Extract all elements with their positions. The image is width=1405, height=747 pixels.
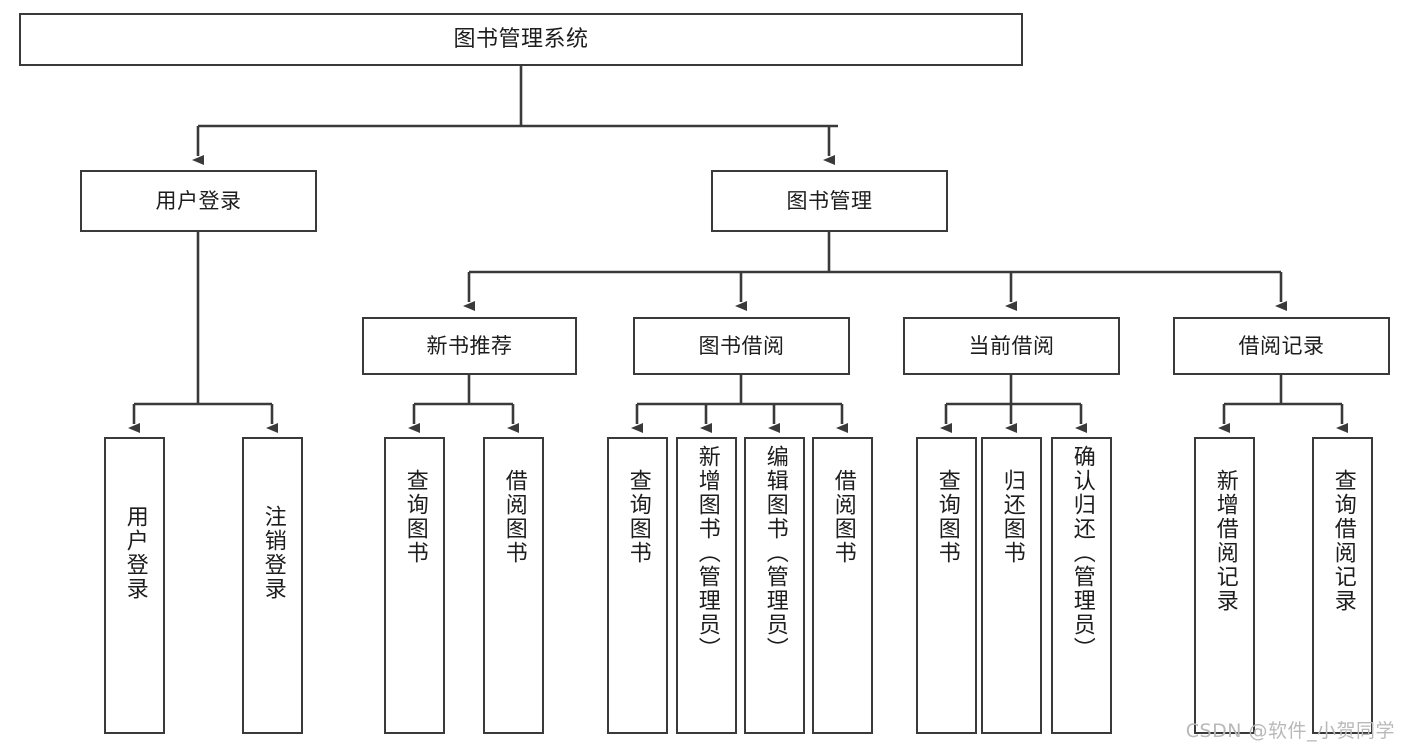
node-book-management[interactable]: 图书管理 [711, 170, 948, 232]
leaf-query-book-2[interactable]: 查询图书 [607, 437, 668, 734]
node-book-borrow-label: 图书借阅 [698, 333, 785, 358]
leaf-confirm-return-label: 确认归还（管理员） [1069, 445, 1095, 661]
node-borrow-record-label: 借阅记录 [1238, 333, 1325, 358]
node-new-book-recommend[interactable]: 新书推荐 [362, 317, 577, 375]
leaf-query-book-1[interactable]: 查询图书 [384, 437, 445, 734]
leaf-add-record-label: 新增借阅记录 [1212, 469, 1238, 613]
leaf-logout-login[interactable]: 注销登录 [242, 437, 303, 734]
leaf-add-record[interactable]: 新增借阅记录 [1194, 437, 1255, 734]
leaf-query-record-label: 查询借阅记录 [1330, 469, 1356, 613]
node-new-book-recommend-label: 新书推荐 [426, 333, 513, 358]
leaf-add-book[interactable]: 新增图书（管理员） [676, 437, 737, 734]
leaf-borrow-book-2-label: 借阅图书 [830, 469, 856, 565]
leaf-add-book-label: 新增图书（管理员） [694, 445, 720, 661]
leaf-confirm-return[interactable]: 确认归还（管理员） [1051, 437, 1112, 734]
leaf-edit-book-label: 编辑图书（管理员） [762, 445, 788, 661]
leaf-borrow-book-2[interactable]: 借阅图书 [812, 437, 873, 734]
leaf-borrow-book-1[interactable]: 借阅图书 [483, 437, 544, 734]
node-current-borrow[interactable]: 当前借阅 [903, 317, 1120, 375]
node-user-login-label: 用户登录 [155, 188, 242, 213]
node-current-borrow-label: 当前借阅 [968, 333, 1055, 358]
leaf-query-record[interactable]: 查询借阅记录 [1312, 437, 1373, 734]
node-root-book-management-system[interactable]: 图书管理系统 [19, 13, 1023, 66]
node-book-management-label: 图书管理 [786, 188, 873, 213]
leaf-return-book[interactable]: 归还图书 [981, 437, 1042, 734]
node-book-borrow[interactable]: 图书借阅 [633, 317, 850, 375]
node-root-label: 图书管理系统 [453, 26, 589, 52]
watermark-text: CSDN @软件_小贺同学 [1185, 720, 1395, 742]
leaf-user-login-label: 用户登录 [122, 505, 148, 601]
leaf-query-book-3-label: 查询图书 [934, 469, 960, 565]
node-user-login[interactable]: 用户登录 [80, 170, 317, 232]
leaf-logout-login-label: 注销登录 [260, 505, 286, 601]
leaf-query-book-3[interactable]: 查询图书 [916, 437, 977, 734]
leaf-user-login[interactable]: 用户登录 [104, 437, 165, 734]
node-borrow-record[interactable]: 借阅记录 [1173, 317, 1390, 375]
leaf-query-book-2-label: 查询图书 [625, 469, 651, 565]
leaf-borrow-book-1-label: 借阅图书 [501, 469, 527, 565]
leaf-query-book-1-label: 查询图书 [402, 469, 428, 565]
leaf-edit-book[interactable]: 编辑图书（管理员） [744, 437, 805, 734]
leaf-return-book-label: 归还图书 [999, 469, 1025, 565]
